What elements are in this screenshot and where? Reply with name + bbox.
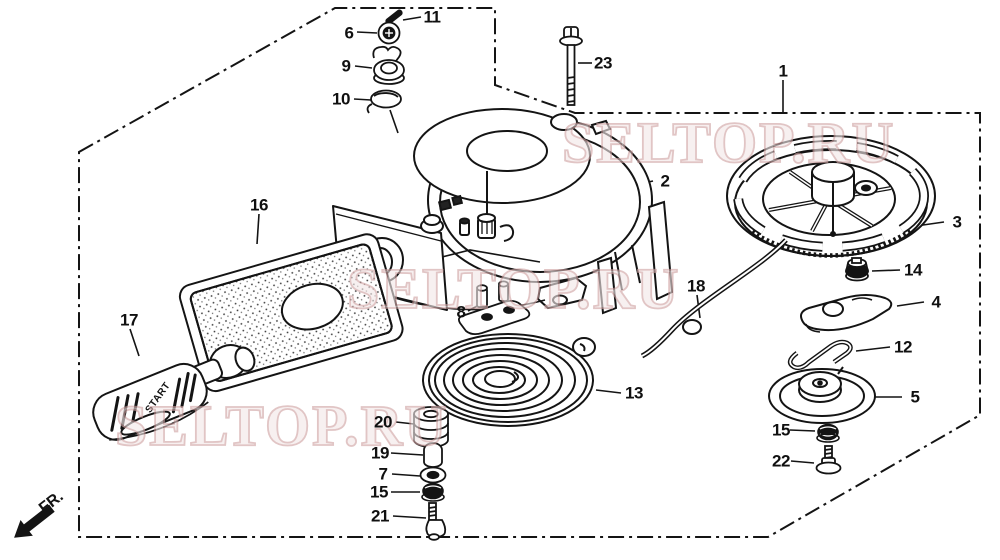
- callout-4: 4: [931, 292, 941, 312]
- watermark-text: SELTOP.RU: [562, 110, 895, 175]
- callout-12: 12: [894, 337, 912, 357]
- part-20-bushing: [413, 406, 449, 448]
- fr-direction-arrow: [14, 504, 55, 538]
- part-18-starter-rope: [640, 238, 788, 359]
- part-14-roller: [845, 257, 869, 282]
- callout-14: 14: [904, 260, 922, 280]
- part-11-pin: [385, 9, 403, 25]
- callout-13: 13: [625, 383, 643, 403]
- part-4-ratchet-arm: [800, 294, 893, 333]
- part-10-washer: [366, 89, 402, 114]
- part-9-ratchet-guide: [372, 45, 405, 85]
- watermark-layer: SELTOP.RU SELTOP.RU SELTOP.RU: [114, 109, 895, 459]
- part-21-bolt: [425, 502, 447, 541]
- part-15-nut-left: [421, 482, 445, 502]
- callout-10: 10: [332, 89, 350, 109]
- watermark-text: SELTOP.RU: [347, 256, 680, 321]
- part-19-collar: [423, 442, 443, 468]
- assembly-boundary-outline: [78, 7, 981, 538]
- part-3-starter-reel: [726, 135, 936, 258]
- callout-5: 5: [910, 387, 920, 407]
- callout-15-left: 15: [370, 482, 388, 502]
- part-22-bolt: [815, 445, 842, 475]
- callout-19: 19: [371, 443, 389, 463]
- callout-18: 18: [687, 276, 705, 296]
- callout-6: 6: [344, 23, 354, 43]
- part-13-recoil-spring: [422, 333, 596, 427]
- callout-8: 8: [456, 302, 466, 322]
- part-5-friction-plate: [768, 366, 876, 424]
- callout-22: 22: [772, 451, 790, 471]
- callout-20: 20: [374, 412, 392, 432]
- callout-9: 9: [341, 56, 351, 76]
- part-6-washer: [377, 21, 401, 45]
- callout-21: 21: [371, 506, 389, 526]
- watermark-text: SELTOP.RU: [115, 393, 448, 458]
- callout-1: 1: [778, 61, 788, 81]
- callout-3: 3: [952, 212, 962, 232]
- part-17-starter-grip: START: [92, 344, 256, 441]
- part-12-friction-spring: [787, 339, 853, 371]
- callout-23: 23: [594, 53, 612, 73]
- part-8-pin-set: [457, 280, 531, 336]
- callout-11: 11: [423, 7, 441, 27]
- callout-16: 16: [250, 195, 268, 215]
- part-7-washer: [419, 466, 447, 484]
- fr-direction-indicator: FR.: [14, 488, 67, 538]
- part-15-nut-right: [816, 423, 840, 443]
- callout-7: 7: [378, 464, 388, 484]
- callout-15-right: 15: [772, 420, 790, 440]
- part-23-flange-bolt: [559, 26, 583, 106]
- callout-2: 2: [660, 171, 670, 191]
- callout-17: 17: [120, 310, 138, 330]
- callout-leader-lines: [129, 16, 945, 519]
